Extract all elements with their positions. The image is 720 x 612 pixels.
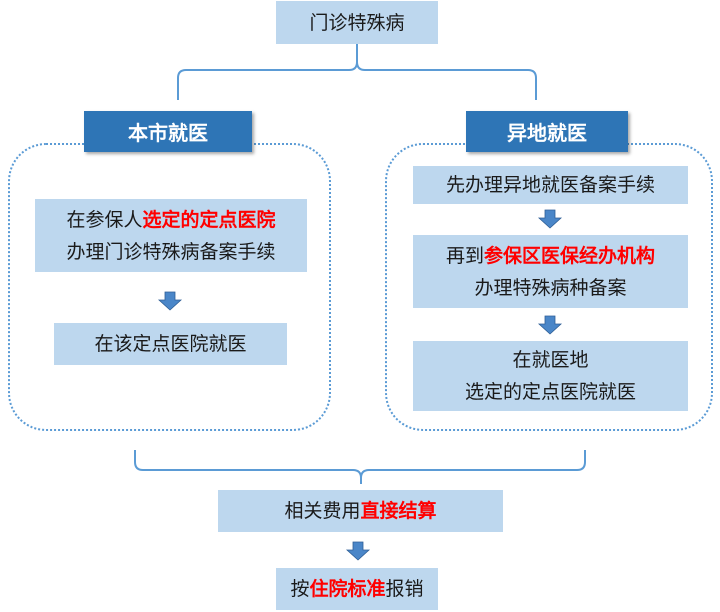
local-step2-label: 在该定点医院就医 [94,333,247,355]
remote-step2-line1: 再到参保区医保经办机构 [446,240,655,272]
remote-step2-box: 再到参保区医保经办机构 办理特殊病种备案 [413,235,688,308]
local-step1-highlight: 选定的定点医院 [142,208,276,231]
local-step1-prefix: 在参保人 [66,208,143,231]
remote-treatment-header: 异地就医 [466,111,628,152]
remote-step3-line1: 在就医地 [512,349,589,371]
local-step1-line1: 在参保人选定的定点医院 [66,204,275,236]
local-step2-box: 在该定点医院就医 [54,323,287,365]
reimbursement-highlight: 住院标准 [309,578,386,600]
remote-step1-label: 先办理异地就医备案手续 [445,174,655,196]
direct-settlement-highlight: 直接结算 [360,500,437,522]
local-step1-line2: 办理门诊特殊病备案手续 [66,240,276,263]
remote-step1-box: 先办理异地就医备案手续 [413,166,688,204]
remote-step2-line2: 办理特殊病种备案 [474,276,627,299]
direct-settlement-box: 相关费用直接结算 [218,490,503,532]
top-brace [177,44,537,100]
direct-settlement-prefix: 相关费用 [284,500,361,522]
reimbursement-box: 按住院标准报销 [276,568,438,610]
reimbursement-text: 按住院标准报销 [290,573,423,605]
remote-treatment-header-label: 异地就医 [507,121,587,145]
outpatient-special-disease-box: 门诊特殊病 [276,1,438,44]
remote-step3-box: 在就医地 选定的定点医院就医 [413,341,688,411]
remote-step2-highlight: 参保区医保经办机构 [484,244,656,267]
local-treatment-header-label: 本市就医 [128,121,208,145]
outpatient-special-disease-title: 门诊特殊病 [309,11,405,34]
remote-step2-prefix: 再到 [445,244,484,267]
local-step1-box: 在参保人选定的定点医院 办理门诊特殊病备案手续 [35,199,307,272]
arrow-down-icon [157,291,183,311]
local-treatment-header: 本市就医 [84,111,252,152]
bottom-brace [134,450,586,484]
reimbursement-suffix: 报销 [385,578,424,600]
arrow-down-icon [537,315,563,335]
arrow-down-icon [537,209,563,229]
local-treatment-panel [8,143,331,431]
remote-step3-line2: 选定的定点医院就医 [464,381,636,403]
direct-settlement-text: 相关费用直接结算 [284,495,436,527]
reimbursement-prefix: 按 [290,578,310,600]
arrow-down-icon [345,541,371,561]
